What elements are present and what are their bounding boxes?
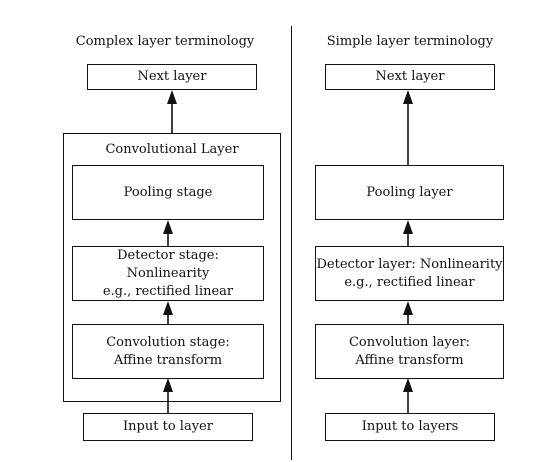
left-pooling-line-1: Pooling stage bbox=[123, 184, 213, 200]
right-convolution-line-1: Convolution layer: bbox=[348, 334, 471, 350]
left-convolution-stage-box: Convolution stage: Affine transform bbox=[72, 324, 264, 379]
right-next-layer-label: Next layer bbox=[375, 69, 445, 84]
right-pooling-line-1: Pooling layer bbox=[366, 184, 453, 200]
left-arrow-input-to-convolution bbox=[163, 378, 173, 413]
convolutional-layer-frame bbox=[63, 133, 281, 402]
right-detector-line-2: e.g., rectified linear bbox=[344, 274, 475, 290]
right-pooling-layer-box: Pooling layer bbox=[315, 165, 504, 220]
left-convolution-line-1: Convolution stage: bbox=[106, 334, 230, 350]
convolutional-layer-label: Convolutional Layer bbox=[105, 142, 239, 157]
left-arrow-convolution-to-detector bbox=[163, 301, 173, 324]
left-arrow-layer-to-next bbox=[167, 90, 177, 133]
left-detector-line-2: Nonlinearity bbox=[126, 265, 210, 281]
right-arrow-detector-to-pooling bbox=[403, 220, 413, 246]
left-title: Complex layer terminology bbox=[75, 34, 255, 49]
right-arrow-input-to-convolution bbox=[403, 378, 413, 413]
left-input-label: Input to layer bbox=[123, 419, 213, 434]
right-title: Simple layer terminology bbox=[326, 34, 494, 49]
left-arrow-detector-to-pooling bbox=[163, 220, 173, 246]
right-detector-layer-box: Detector layer: Nonlinearity e.g., recti… bbox=[315, 246, 504, 301]
left-input-box: Input to layer bbox=[83, 413, 253, 441]
right-arrow-pooling-to-next bbox=[403, 90, 413, 165]
left-detector-stage-box: Detector stage: Nonlinearity e.g., recti… bbox=[72, 246, 264, 301]
right-convolution-line-2: Affine transform bbox=[355, 352, 464, 368]
right-input-label: Input to layers bbox=[361, 419, 459, 434]
left-next-layer-box: Next layer bbox=[87, 64, 257, 90]
right-detector-line-1: Detector layer: Nonlinearity bbox=[316, 256, 503, 272]
left-detector-line-3: e.g., rectified linear bbox=[102, 283, 234, 299]
column-divider bbox=[291, 26, 292, 460]
right-arrow-convolution-to-detector bbox=[403, 301, 413, 324]
left-pooling-stage-box: Pooling stage bbox=[72, 165, 264, 220]
right-convolution-layer-box: Convolution layer: Affine transform bbox=[315, 324, 504, 379]
right-next-layer-box: Next layer bbox=[325, 64, 495, 90]
left-detector-line-1: Detector stage: bbox=[117, 247, 219, 263]
left-next-layer-label: Next layer bbox=[137, 69, 207, 84]
left-convolution-line-2: Affine transform bbox=[113, 352, 223, 368]
right-input-box: Input to layers bbox=[325, 413, 495, 441]
